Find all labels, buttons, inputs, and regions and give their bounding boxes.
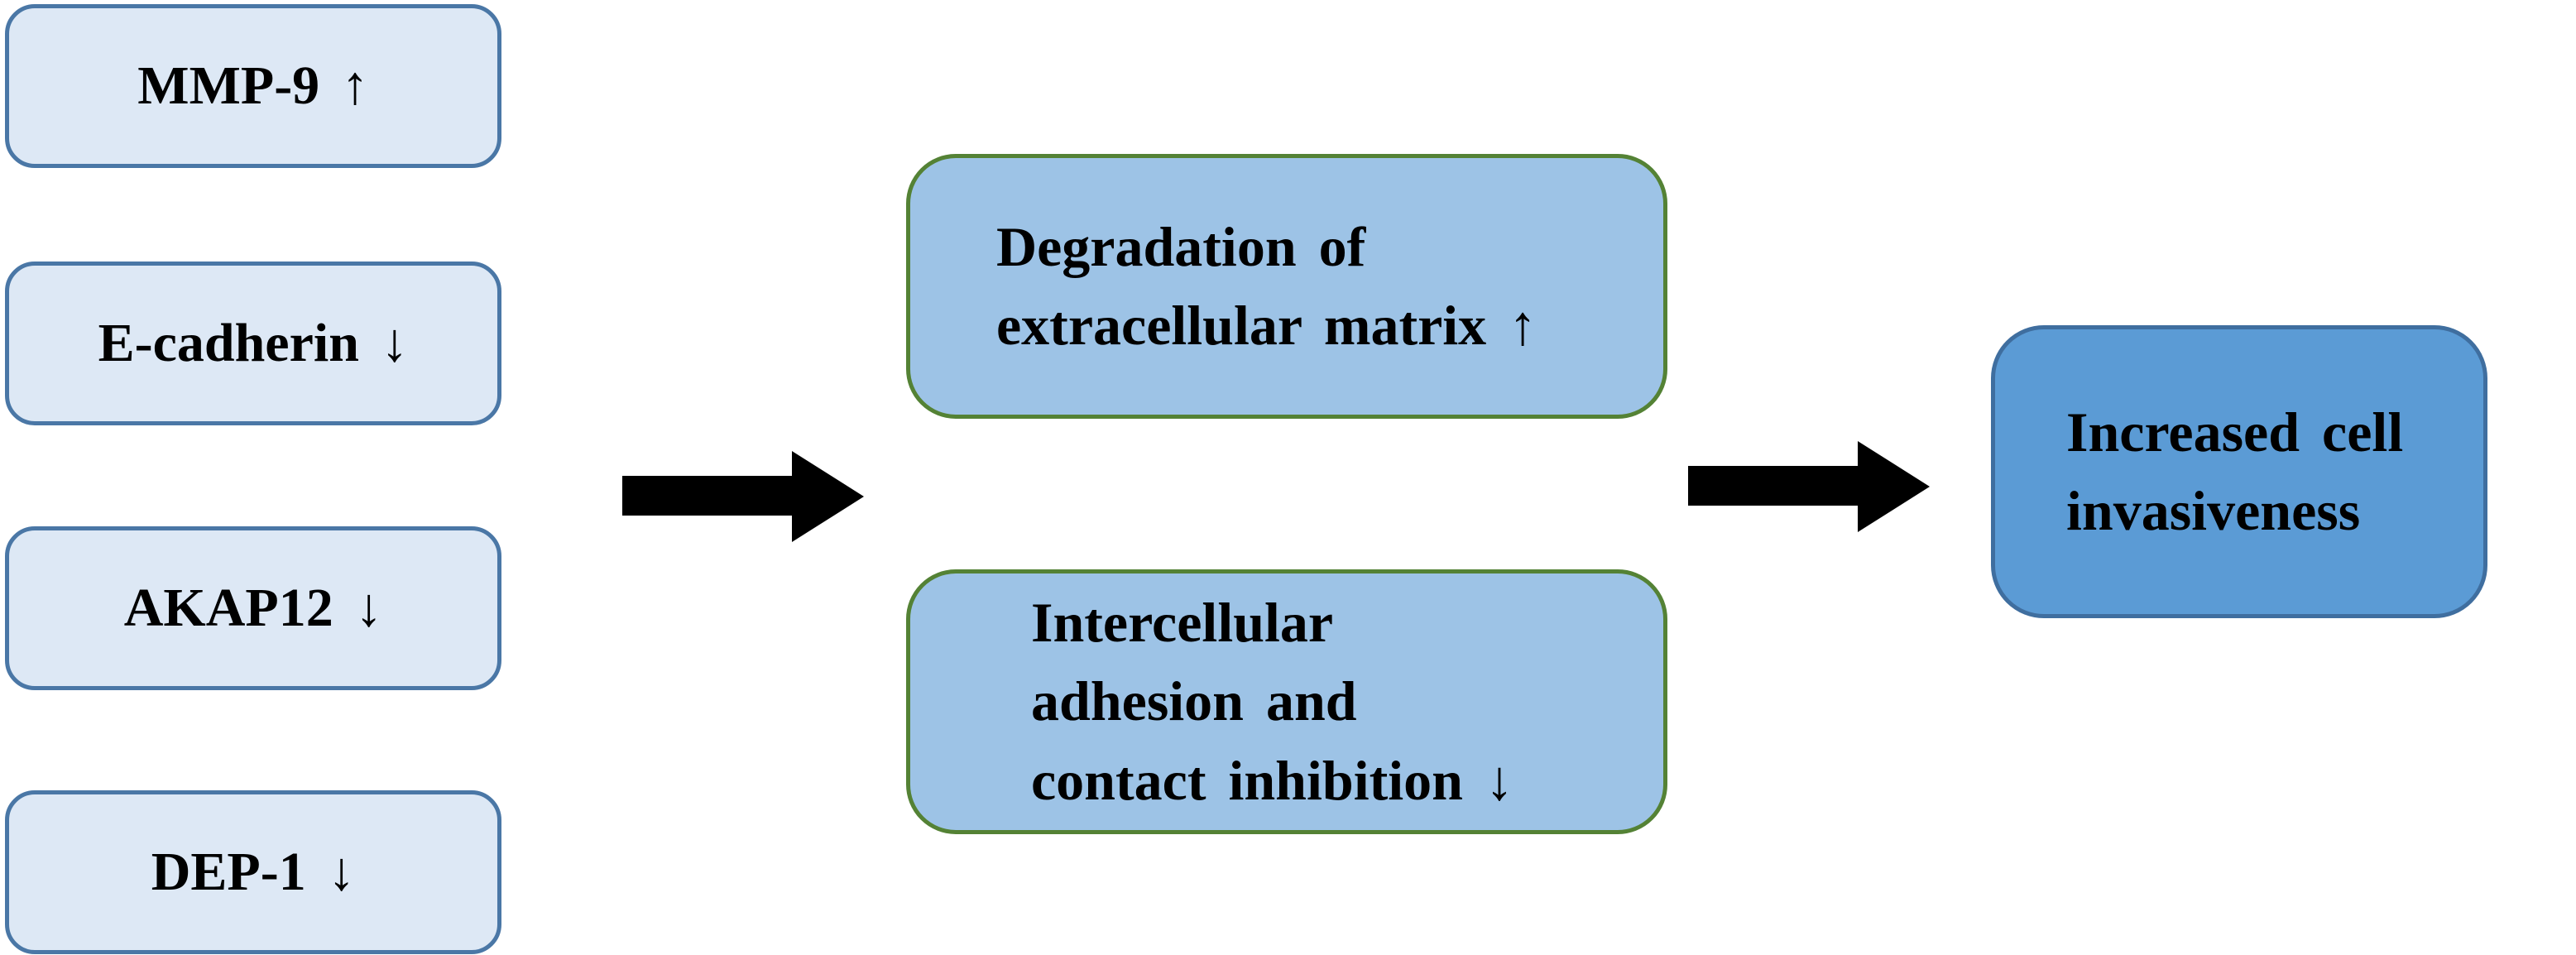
input-label-akap12: AKAP12 ↓ [123, 577, 383, 638]
effect-label-degradation: Degradation of extracellular matrix ↑ [996, 214, 1537, 357]
input-label-e-cadherin: E-cadherin ↓ [98, 312, 409, 373]
input-box-dep1: DEP-1 ↓ [5, 790, 501, 954]
effect-box-adhesion: Intercellular adhesion and contact inhib… [906, 569, 1667, 834]
input-label-mmp9: MMP-9 ↑ [137, 55, 369, 116]
effect-label-adhesion: Intercellular adhesion and contact inhib… [1031, 591, 1513, 812]
outcome-label: Increased cell invasiveness [2066, 400, 2404, 542]
effect-box-degradation: Degradation of extracellular matrix ↑ [906, 154, 1667, 419]
outcome-box: Increased cell invasiveness [1991, 325, 2487, 618]
input-label-dep1: DEP-1 ↓ [151, 841, 356, 902]
right-arrow-icon [622, 451, 864, 542]
input-box-akap12: AKAP12 ↓ [5, 526, 501, 690]
right-arrow-icon [1688, 441, 1930, 532]
input-box-e-cadherin: E-cadherin ↓ [5, 262, 501, 425]
input-box-mmp9: MMP-9 ↑ [5, 4, 501, 168]
